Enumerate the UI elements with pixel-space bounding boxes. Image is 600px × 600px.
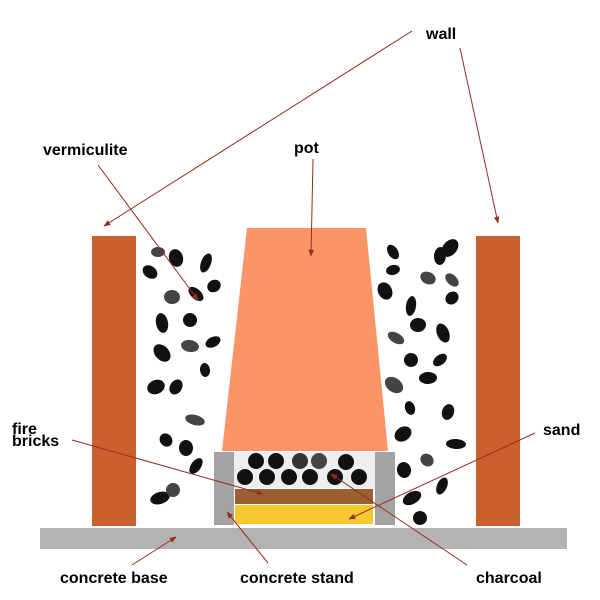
vermiculite-fleck: [433, 353, 447, 367]
label-bricks: bricks: [12, 433, 59, 450]
concrete-stand-right: [375, 452, 395, 525]
arrow-vermiculite: [97, 164, 199, 301]
label-wall: wall: [425, 26, 456, 43]
vermiculite-fleck: [181, 339, 199, 353]
vermiculite-fleck: [446, 438, 466, 450]
vermiculite-fleck: [207, 279, 221, 293]
vermiculite-fleck: [436, 477, 448, 495]
label-concrete-stand: concrete stand: [240, 570, 354, 587]
vermiculite-fleck: [147, 379, 165, 395]
vermiculite-fleck: [183, 313, 197, 327]
vermiculite-fleck: [420, 453, 434, 467]
label-charcoal: charcoal: [476, 570, 542, 587]
arrow-concrete-base: [131, 536, 177, 566]
vermiculite-fleck: [168, 249, 184, 267]
vermiculite-fleck: [402, 490, 422, 506]
vermiculite-fleck: [159, 433, 173, 447]
concrete-stand-left: [214, 452, 234, 525]
vermiculite-fleck: [420, 271, 436, 285]
arrow-sand: [348, 432, 536, 520]
vermiculite-fleck: [441, 404, 455, 420]
vermiculite-fleck: [142, 265, 158, 279]
vermiculite-fleck: [396, 462, 412, 478]
vermiculite-fleck: [155, 313, 169, 333]
label-concrete-base: concrete base: [60, 570, 168, 587]
arrow-charcoal: [330, 473, 468, 566]
concrete-base: [40, 528, 567, 549]
vermiculite-fleck: [205, 336, 221, 348]
vermiculite-fleck: [151, 247, 165, 257]
vermiculite-fleck: [200, 253, 212, 273]
vermiculite-fleck: [386, 244, 400, 260]
wall-left: [92, 236, 136, 526]
wall-right: [476, 236, 520, 526]
vermiculite-fleck: [199, 363, 211, 377]
pot: [222, 228, 388, 451]
label-pot: pot: [294, 140, 320, 157]
vermiculite-fleck: [404, 353, 418, 367]
vermiculite-fleck: [150, 491, 170, 505]
vermiculite-fleck: [178, 440, 194, 456]
vermiculite-fleck: [410, 317, 426, 333]
vermiculite-particles: [142, 239, 466, 525]
vermiculite-fleck: [166, 483, 180, 497]
arrow-wall-right: [459, 47, 500, 224]
vermiculite-fleck: [386, 264, 400, 276]
fire-bricks-layer: [235, 489, 373, 504]
sand-layer: [235, 505, 373, 524]
label-sand: sand: [543, 422, 580, 439]
vermiculite-fleck: [405, 296, 417, 316]
label-vermiculite: vermiculite: [43, 142, 128, 159]
vermiculite-fleck: [445, 291, 459, 305]
vermiculite-fleck: [404, 401, 416, 415]
vermiculite-fleck: [377, 282, 393, 300]
vermiculite-fleck: [394, 426, 412, 442]
vermiculite-fleck: [384, 376, 404, 394]
label-fire: fire: [12, 421, 37, 438]
vermiculite-fleck: [387, 331, 405, 345]
vermiculite-fleck: [164, 289, 180, 305]
arrow-fire-bricks: [71, 439, 264, 495]
vermiculite-fleck: [185, 414, 205, 426]
vermiculite-fleck: [419, 371, 437, 385]
arrow-concrete-stand: [226, 511, 269, 564]
vermiculite-fleck: [153, 344, 171, 362]
vermiculite-fleck: [445, 273, 459, 287]
vermiculite-fleck: [441, 239, 459, 257]
vermiculite-fleck: [189, 458, 203, 474]
arrow-wall-left: [103, 30, 413, 227]
vermiculite-fleck: [436, 323, 450, 343]
vermiculite-fleck: [169, 379, 183, 395]
vermiculite-fleck: [413, 511, 427, 525]
arrow-pot: [308, 158, 314, 257]
